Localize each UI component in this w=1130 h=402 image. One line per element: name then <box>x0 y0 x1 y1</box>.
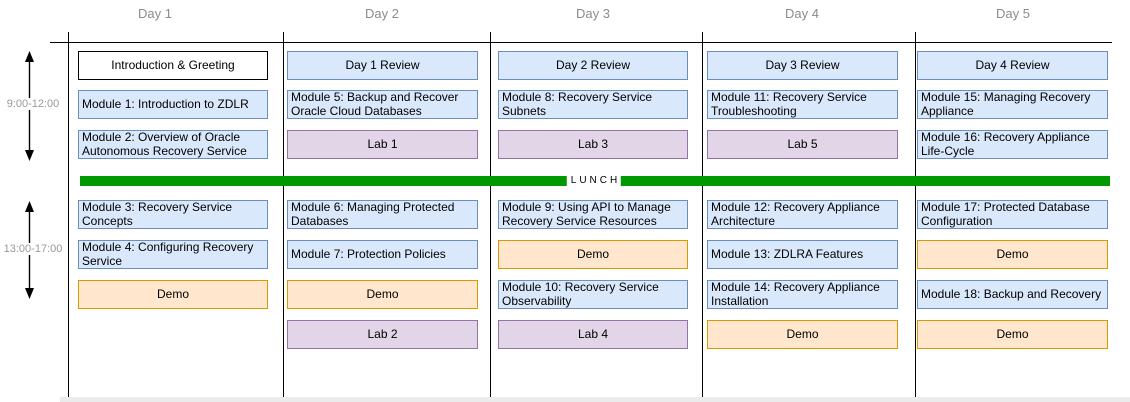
schedule-box-module: Module 11: Recovery Service Troubleshoot… <box>707 90 898 119</box>
schedule-box-label: Module 17: Protected Database Configurat… <box>921 200 1090 228</box>
lunch-label: LUNCH <box>566 172 622 189</box>
schedule-box-label: Day 4 Review <box>975 57 1050 72</box>
day-header: Day 1 <box>138 6 172 21</box>
column-divider-line <box>702 32 703 397</box>
schedule-box-demo: Demo <box>917 240 1108 269</box>
schedule-box-label: Lab 5 <box>787 136 818 151</box>
day-header: Day 4 <box>785 6 819 21</box>
schedule-box-label: Module 3: Recovery Service Concepts <box>82 200 233 228</box>
schedule-box-module: Module 5: Backup and Recover Oracle Clou… <box>287 90 478 119</box>
day-header: Day 2 <box>365 6 399 21</box>
schedule-box-label: Module 6: Managing Protected Databases <box>291 200 455 228</box>
schedule-box-label: Day 2 Review <box>555 57 631 72</box>
schedule-box-module: Module 18: Backup and Recovery <box>917 280 1108 309</box>
schedule-box-intro: Introduction & Greeting <box>78 51 268 80</box>
schedule-box-label: Module 2: Overview of Oracle Autonomous … <box>82 130 247 158</box>
schedule-box-label: Lab 1 <box>367 136 398 151</box>
column-divider-line <box>490 32 491 397</box>
schedule-box-review: Day 4 Review <box>917 51 1108 80</box>
schedule-box-lab: Lab 5 <box>707 130 898 159</box>
column-divider-line <box>283 32 284 397</box>
schedule-box-module: Module 16: Recovery Appliance Life-Cycle <box>917 130 1108 159</box>
schedule-box-module: Module 17: Protected Database Configurat… <box>917 200 1108 229</box>
column-divider-line <box>68 32 69 397</box>
schedule-box-label: Demo <box>156 286 189 301</box>
schedule-box-module: Module 15: Managing Recovery Appliance <box>917 90 1108 119</box>
schedule-box-demo: Demo <box>707 320 898 349</box>
schedule-box-label: Module 9: Using API to Manage Recovery S… <box>502 200 671 228</box>
schedule-box-module: Module 13: ZDLRA Features <box>707 240 898 269</box>
schedule-box-demo: Demo <box>917 320 1108 349</box>
day-header: Day 3 <box>576 6 610 21</box>
schedule-box-label: Module 16: Recovery Appliance Life-Cycle <box>921 130 1090 158</box>
schedule-box-label: Module 7: Protection Policies <box>291 246 446 261</box>
schedule-box-lab: Lab 1 <box>287 130 478 159</box>
schedule-box-label: Module 11: Recovery Service Troubleshoot… <box>711 90 867 118</box>
schedule-box-label: Module 8: Recovery Service Subnets <box>502 90 653 118</box>
header-separator-line <box>50 42 1112 43</box>
schedule-box-lab: Lab 2 <box>287 320 478 349</box>
day-header: Day 5 <box>996 6 1030 21</box>
schedule-box-label: Lab 4 <box>577 326 609 341</box>
schedule-box-module: Module 6: Managing Protected Databases <box>287 200 478 229</box>
schedule-box-label: Demo <box>366 286 399 301</box>
schedule-box-label: Demo <box>996 246 1029 261</box>
schedule-box-review: Day 2 Review <box>498 51 688 80</box>
schedule-box-demo: Demo <box>78 280 268 309</box>
schedule-box-module: Module 2: Overview of Oracle Autonomous … <box>78 130 268 159</box>
schedule-box-label: Module 5: Backup and Recover Oracle Clou… <box>291 90 459 118</box>
schedule-box-review: Day 1 Review <box>287 51 478 80</box>
column-divider-line <box>915 32 916 397</box>
schedule-box-module: Module 14: Recovery Appliance Installati… <box>707 280 898 309</box>
schedule-box-module: Module 12: Recovery Appliance Architectu… <box>707 200 898 229</box>
schedule-box-label: Demo <box>996 326 1029 341</box>
schedule-box-label: Demo <box>786 326 819 341</box>
schedule-box-label: Module 4: Configuring Recovery Service <box>82 240 254 268</box>
afternoon-time-label: 13:00-17:00 <box>2 243 64 255</box>
schedule-box-module: Module 8: Recovery Service Subnets <box>498 90 688 119</box>
schedule-box-label: Module 18: Backup and Recovery <box>921 286 1102 301</box>
schedule-box-label: Module 12: Recovery Appliance Architectu… <box>711 200 880 228</box>
schedule-box-label: Introduction & Greeting <box>111 57 235 72</box>
schedule-box-module: Module 4: Configuring Recovery Service <box>78 240 268 269</box>
schedule-box-label: Lab 3 <box>577 136 609 151</box>
schedule-box-lab: Lab 3 <box>498 130 688 159</box>
schedule-box-module: Module 7: Protection Policies <box>287 240 478 269</box>
schedule-box-label: Module 1: Introduction to ZDLR <box>82 96 249 111</box>
schedule-box-demo: Demo <box>498 240 688 269</box>
schedule-box-label: Day 3 Review <box>765 57 840 72</box>
schedule-box-label: Module 13: ZDLRA Features <box>711 246 864 261</box>
horizontal-scrollbar-track[interactable] <box>60 397 1130 402</box>
schedule-box-label: Demo <box>576 246 609 261</box>
schedule-box-label: Day 1 Review <box>345 57 420 72</box>
schedule-box-label: Module 14: Recovery Appliance Installati… <box>711 280 880 308</box>
schedule-box-module: Module 9: Using API to Manage Recovery S… <box>498 200 688 229</box>
schedule-box-lab: Lab 4 <box>498 320 688 349</box>
schedule-box-label: Module 10: Recovery Service Observabilit… <box>502 280 659 308</box>
schedule-box-module: Module 10: Recovery Service Observabilit… <box>498 280 688 309</box>
morning-time-label: 9:00-12:00 <box>5 98 61 110</box>
schedule-box-label: Module 15: Managing Recovery Appliance <box>921 90 1091 118</box>
schedule-box-demo: Demo <box>287 280 478 309</box>
schedule-box-module: Module 3: Recovery Service Concepts <box>78 200 268 229</box>
schedule-box-module: Module 1: Introduction to ZDLR <box>78 90 268 119</box>
schedule-box-label: Lab 2 <box>367 326 398 341</box>
schedule-box-review: Day 3 Review <box>707 51 898 80</box>
